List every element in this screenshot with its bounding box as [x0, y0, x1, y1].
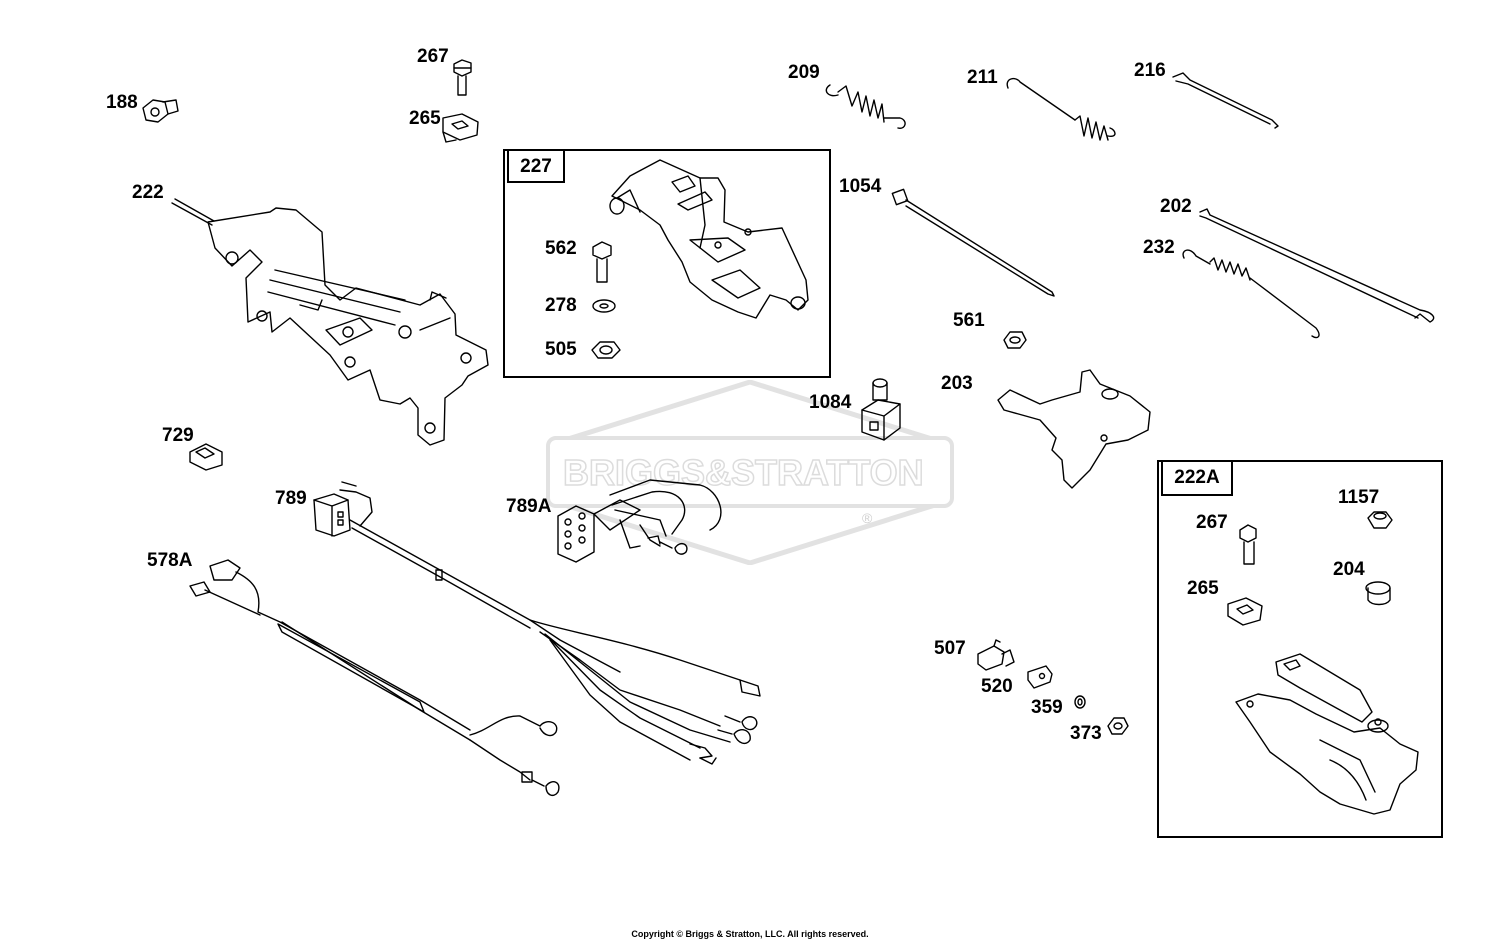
part-188-spacer	[142, 99, 179, 123]
part-359-washer	[1074, 695, 1086, 709]
part-373-nut	[1107, 717, 1129, 735]
kit-222A-frame	[1157, 460, 1443, 838]
kit-227-frame	[503, 149, 831, 378]
part-1084-switch	[861, 378, 901, 441]
part-227-throttle-assembly	[609, 159, 809, 319]
part-507-connector	[977, 639, 1015, 671]
callout-520: 520	[981, 676, 1013, 697]
kit-227-label: 227	[507, 149, 565, 183]
part-203-bracket	[997, 369, 1151, 489]
part-789-harness	[313, 481, 761, 765]
watermark-registered: ®	[862, 510, 873, 526]
part-216-rod	[1172, 72, 1279, 129]
part-278-washer	[592, 299, 616, 313]
callout-204: 204	[1333, 559, 1365, 580]
callout-211: 211	[967, 67, 998, 88]
callout-1084: 1084	[809, 392, 852, 413]
callout-562: 562	[545, 238, 577, 259]
part-578A-harness	[189, 559, 560, 797]
callout-359: 359	[1031, 697, 1063, 718]
part-265-clip	[442, 113, 479, 143]
part-209-spring	[825, 84, 906, 129]
watermark-logo	[546, 380, 954, 565]
part-211-spring	[1006, 77, 1116, 141]
callout-265-kit: 265	[1187, 578, 1219, 599]
callout-265: 265	[409, 108, 441, 129]
part-1157-nut	[1367, 511, 1393, 529]
callout-507: 507	[934, 638, 966, 659]
callout-789: 789	[275, 488, 307, 509]
part-561-nut	[1003, 331, 1027, 349]
part-1054-cable-tie	[891, 188, 1055, 297]
part-232-spring-rod	[1182, 249, 1320, 339]
part-222-bracket	[171, 198, 489, 446]
part-202-rod	[1199, 208, 1435, 323]
callout-373: 373	[1070, 723, 1102, 744]
callout-278: 278	[545, 295, 577, 316]
callout-209: 209	[788, 62, 820, 83]
callout-729: 729	[162, 425, 194, 446]
callout-232: 232	[1143, 237, 1175, 258]
callout-267-kit: 267	[1196, 512, 1228, 533]
callout-267: 267	[417, 46, 449, 67]
callout-216: 216	[1134, 60, 1166, 81]
callout-789A: 789A	[506, 496, 552, 517]
part-520-terminal	[1027, 665, 1053, 689]
callout-561: 561	[953, 310, 985, 331]
kit-222A-label: 222A	[1161, 460, 1233, 496]
callout-188: 188	[106, 92, 138, 113]
copyright-notice: Copyright © Briggs & Stratton, LLC. All …	[631, 929, 869, 939]
callout-222: 222	[132, 182, 164, 203]
part-729-clip	[189, 443, 223, 471]
part-505-nut	[591, 341, 621, 359]
callout-1054: 1054	[839, 176, 882, 197]
callout-203: 203	[941, 373, 973, 394]
watermark-text: BRIGGS&STRATTON	[562, 451, 924, 494]
part-222A-control-panel	[1235, 653, 1419, 815]
part-267-bolt	[453, 59, 472, 96]
part-789A-harness	[557, 479, 722, 563]
part-265-clip-kit	[1227, 597, 1263, 626]
callout-578A: 578A	[147, 550, 193, 571]
callout-1157: 1157	[1338, 487, 1380, 508]
callout-505: 505	[545, 339, 577, 360]
part-562-screw	[592, 241, 612, 283]
callout-202: 202	[1160, 196, 1192, 217]
part-267-bolt-kit	[1239, 524, 1257, 565]
part-204-bushing	[1365, 581, 1391, 606]
